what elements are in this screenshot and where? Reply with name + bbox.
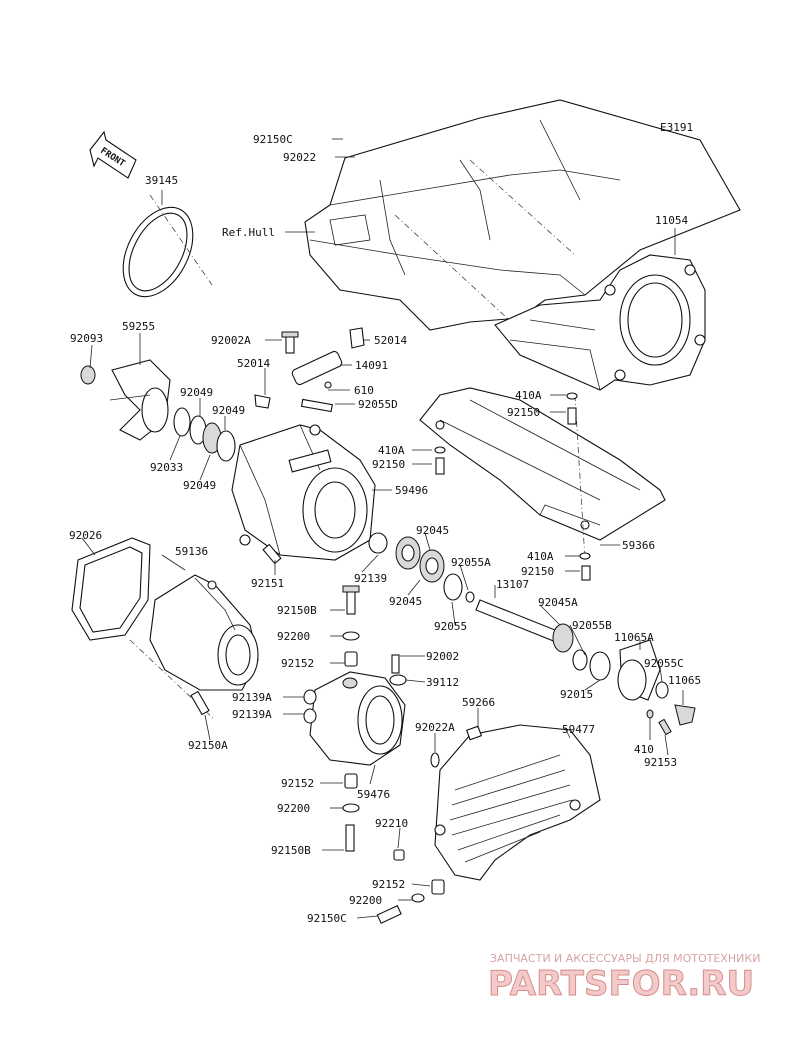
diagram-code: E3191	[660, 121, 693, 134]
label-92055C: 92055C	[644, 657, 684, 670]
ring-39145	[122, 194, 213, 298]
gasket-92026	[71, 537, 151, 641]
label-410: 410	[634, 743, 654, 756]
stack-hardware	[262, 543, 407, 852]
label-610: 610	[354, 384, 374, 397]
impeller-59255	[80, 359, 171, 441]
label-92002A: 92002A	[211, 334, 251, 347]
label-59266: 59266	[462, 696, 495, 709]
ride-plate-59366	[419, 387, 666, 561]
label-92055D: 92055D	[358, 398, 398, 411]
label-92151: 92151	[251, 577, 284, 590]
label-92200-c: 92200	[349, 894, 382, 907]
label-14091: 14091	[355, 359, 388, 372]
label-92153: 92153	[644, 756, 677, 769]
label-ref-hull: Ref.Hull	[222, 226, 275, 239]
cap-11065A	[617, 639, 696, 736]
watermark: ЗАПЧАСТИ И АКСЕССУАРЫ ДЛЯ МОТОТЕХНИКИ PA…	[488, 952, 761, 1005]
bearings	[368, 532, 475, 603]
watermark-caption: ЗАПЧАСТИ И АКСЕССУАРЫ ДЛЯ МОТОТЕХНИКИ	[490, 952, 760, 965]
front-arrow-icon: FRONT	[89, 130, 137, 179]
label-92150B-a: 92150B	[277, 604, 317, 617]
label-92045-b: 92045	[389, 595, 422, 608]
label-59366: 59366	[622, 539, 655, 552]
label-92049-a: 92049	[180, 386, 213, 399]
label-92049-c: 92049	[183, 479, 216, 492]
label-92026: 92026	[69, 529, 102, 542]
label-92022-top: 92022	[283, 151, 316, 164]
bolts-right	[434, 392, 591, 581]
label-92045A: 92045A	[538, 596, 578, 609]
label-39145: 39145	[145, 174, 178, 187]
label-92150-c: 92150	[521, 565, 554, 578]
label-92152-b: 92152	[281, 777, 314, 790]
label-92015: 92015	[560, 688, 593, 701]
label-92150C-top: 92150C	[253, 133, 293, 146]
label-11065: 11065	[668, 674, 701, 687]
label-92139A-a: 92139A	[232, 691, 272, 704]
label-59255: 59255	[122, 320, 155, 333]
label-92210: 92210	[375, 817, 408, 830]
label-92049-b: 92049	[212, 404, 245, 417]
label-92152-c: 92152	[372, 878, 405, 891]
label-410A-b: 410A	[378, 444, 405, 457]
label-92150C-bottom: 92150C	[307, 912, 347, 925]
label-59496: 59496	[395, 484, 428, 497]
drive-shaft-13107	[475, 599, 611, 681]
nozzle-59136	[129, 574, 259, 721]
label-92150B-b: 92150B	[271, 844, 311, 857]
label-59476: 59476	[357, 788, 390, 801]
label-52014-right: 52014	[374, 334, 407, 347]
label-92022A: 92022A	[415, 721, 455, 734]
label-92002: 92002	[426, 650, 459, 663]
label-52014-left: 52014	[237, 357, 270, 370]
label-92150-a: 92150	[507, 406, 540, 419]
reverse-bucket-59477	[434, 724, 601, 881]
label-13107: 13107	[496, 578, 529, 591]
label-92152-a: 92152	[281, 657, 314, 670]
label-92200-a: 92200	[277, 630, 310, 643]
label-59136: 59136	[175, 545, 208, 558]
steering-nozzle-59476	[303, 671, 406, 766]
pump-case-59496	[231, 424, 376, 561]
watermark-brand: PARTSFOR.RU	[488, 964, 754, 1004]
label-92055A: 92055A	[451, 556, 491, 569]
intake-housing-11054	[494, 254, 706, 391]
seal-rings	[173, 407, 236, 462]
label-410A-a: 410A	[515, 389, 542, 402]
label-92139A-b: 92139A	[232, 708, 272, 721]
label-92033: 92033	[150, 461, 183, 474]
label-92055B: 92055B	[572, 619, 612, 632]
label-92139: 92139	[354, 572, 387, 585]
label-92200-b: 92200	[277, 802, 310, 815]
part-labels: E3191 92150C 92022 39145 Ref.Hull 11054 …	[69, 121, 701, 925]
label-92150A: 92150A	[188, 739, 228, 752]
label-11054: 11054	[655, 214, 688, 227]
label-92045-a: 92045	[416, 524, 449, 537]
label-39112: 39112	[426, 676, 459, 689]
label-92055: 92055	[434, 620, 467, 633]
label-92093: 92093	[70, 332, 103, 345]
leader-lines	[81, 138, 684, 919]
label-92150-b: 92150	[372, 458, 405, 471]
label-11065A: 11065A	[614, 631, 654, 644]
label-410A-c: 410A	[527, 550, 554, 563]
fittings-group	[254, 327, 365, 413]
bottom-hardware	[376, 752, 445, 924]
label-59477: 59477	[562, 723, 595, 736]
